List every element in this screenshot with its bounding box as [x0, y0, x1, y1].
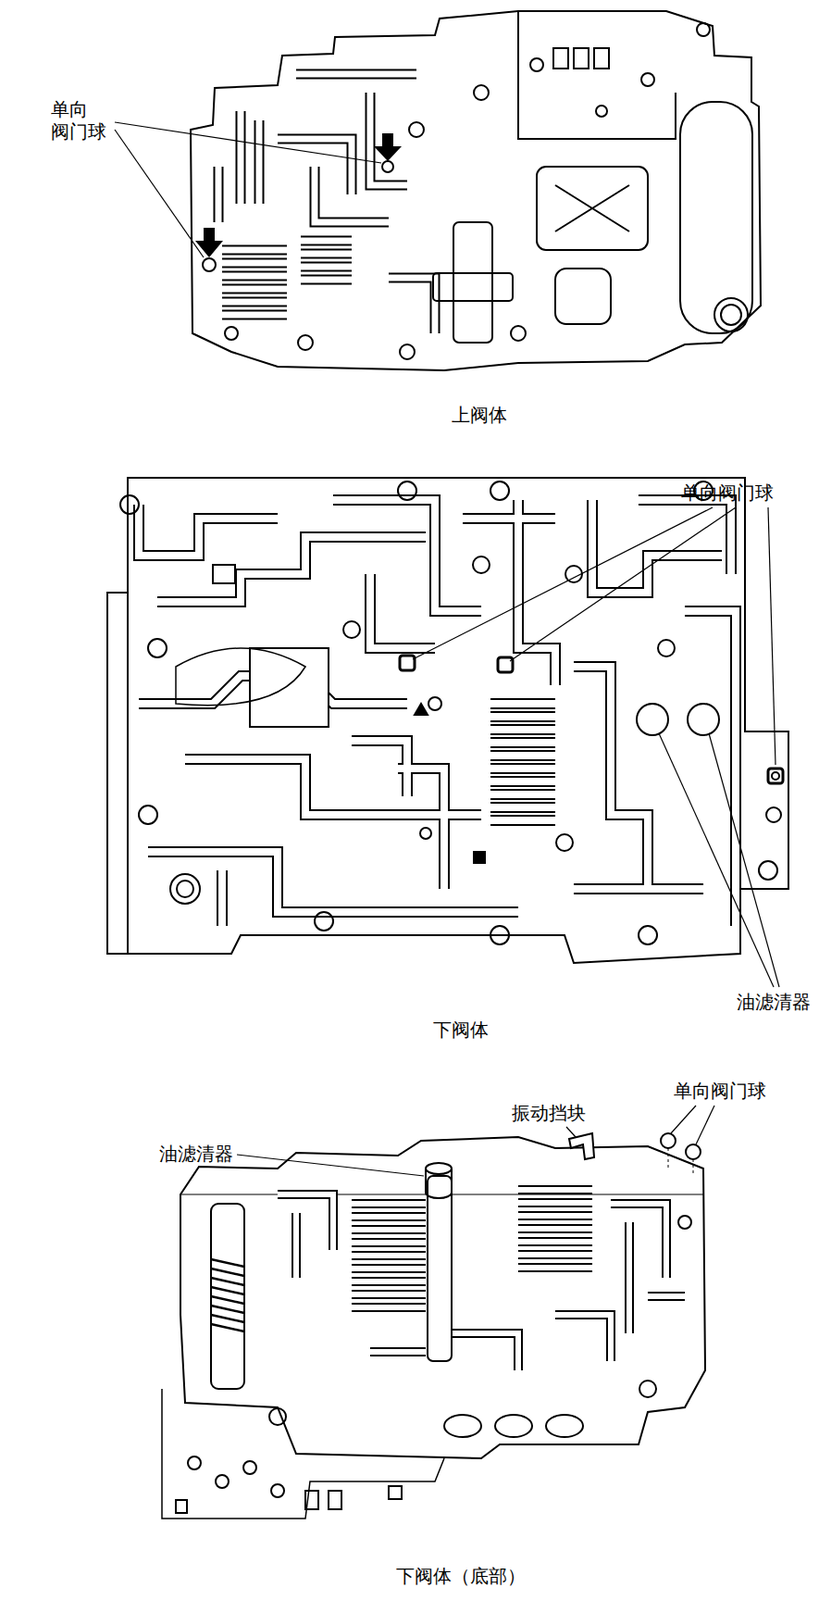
callout-label: 油滤清器: [159, 1141, 234, 1165]
callout-label: 单向 阀门球: [50, 98, 112, 143]
lower-valve-body: [107, 477, 789, 963]
leader-lines: [412, 507, 780, 987]
lower-valve-body-bottom: [161, 1132, 706, 1518]
callout-label: 油滤清器: [736, 990, 811, 1013]
leader-lines: [236, 1104, 715, 1176]
callout-label: 单向阀门球: [681, 481, 774, 504]
figure-caption: 上阀体: [451, 403, 508, 426]
upper-valve-body: [190, 11, 761, 371]
leader-lines: [114, 122, 382, 258]
figure-caption: 下阀体（底部）: [396, 1563, 526, 1587]
figure-caption: 下阀体: [433, 1017, 489, 1041]
callout-label: 单向阀门球: [673, 1079, 767, 1102]
callout-label: 振动挡块: [511, 1101, 586, 1124]
